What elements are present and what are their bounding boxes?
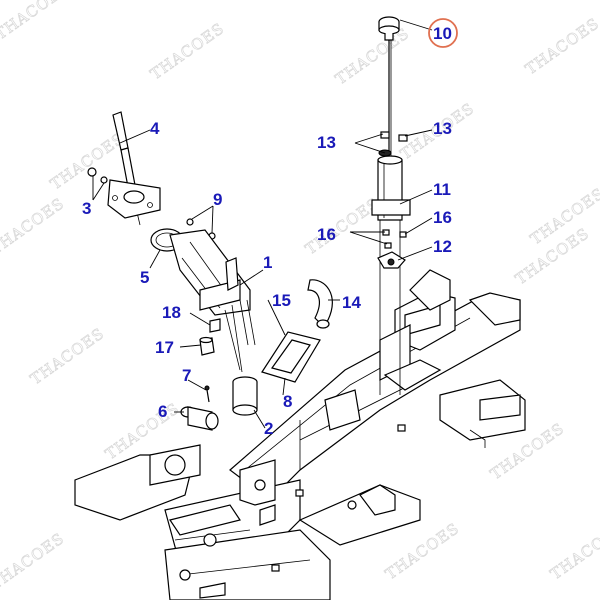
leader-lines xyxy=(92,19,433,429)
part-12-plate xyxy=(377,251,406,269)
watermark: THACOES xyxy=(547,519,600,583)
callout-11: 11 xyxy=(433,180,451,199)
callout-12: 12 xyxy=(433,237,452,256)
part-17-plug xyxy=(199,336,215,356)
watermark: THACOES xyxy=(0,194,68,258)
callout-16-right: 16 xyxy=(433,208,452,227)
watermark: THACOES xyxy=(332,24,413,88)
lever-base-plate xyxy=(107,179,161,219)
part-14-hose xyxy=(307,279,333,329)
callout-1: 1 xyxy=(263,253,272,272)
chassis-frame xyxy=(74,269,526,600)
part-10-cap xyxy=(378,16,400,41)
callout-9: 9 xyxy=(213,190,222,209)
watermark: THACOES xyxy=(27,324,108,388)
watermark: THACOES xyxy=(302,194,383,258)
part-2-filter xyxy=(232,376,258,416)
dipstick-rod xyxy=(388,40,392,160)
callout-labels: 1 2 3 4 5 6 7 8 9 10 11 12 13 13 14 15 1… xyxy=(82,24,452,438)
callout-13-left: 13 xyxy=(317,133,336,152)
callout-4: 4 xyxy=(150,119,160,138)
part-18-fitting xyxy=(209,318,221,333)
callout-6: 6 xyxy=(158,402,167,421)
callout-18: 18 xyxy=(162,303,181,322)
part-8-gasket xyxy=(261,331,321,383)
callout-13-right: 13 xyxy=(433,119,452,138)
callout-17: 17 xyxy=(155,338,174,357)
watermark: THACOES xyxy=(147,19,228,83)
part-3-bolt xyxy=(87,167,108,184)
callout-14: 14 xyxy=(342,293,361,312)
highlight-ring xyxy=(428,18,458,48)
callout-5: 5 xyxy=(140,268,149,287)
watermark: THACOES xyxy=(0,0,73,43)
callout-7: 7 xyxy=(182,366,191,385)
callout-3: 3 xyxy=(82,199,91,218)
watermark: THACOES xyxy=(0,529,68,593)
callout-15: 15 xyxy=(272,291,291,310)
watermark: THACOES xyxy=(382,519,463,583)
watermark: THACOES xyxy=(522,14,600,78)
part-16-washers xyxy=(382,229,407,249)
callout-10: 10 xyxy=(433,24,452,43)
callout-2: 2 xyxy=(264,419,273,438)
part-11-tube xyxy=(371,155,411,395)
part-7-screw xyxy=(204,385,210,403)
control-valve-body xyxy=(169,229,256,373)
callout-8: 8 xyxy=(283,392,292,411)
part-6-bushing xyxy=(180,406,219,431)
callout-16-left: 16 xyxy=(317,225,336,244)
